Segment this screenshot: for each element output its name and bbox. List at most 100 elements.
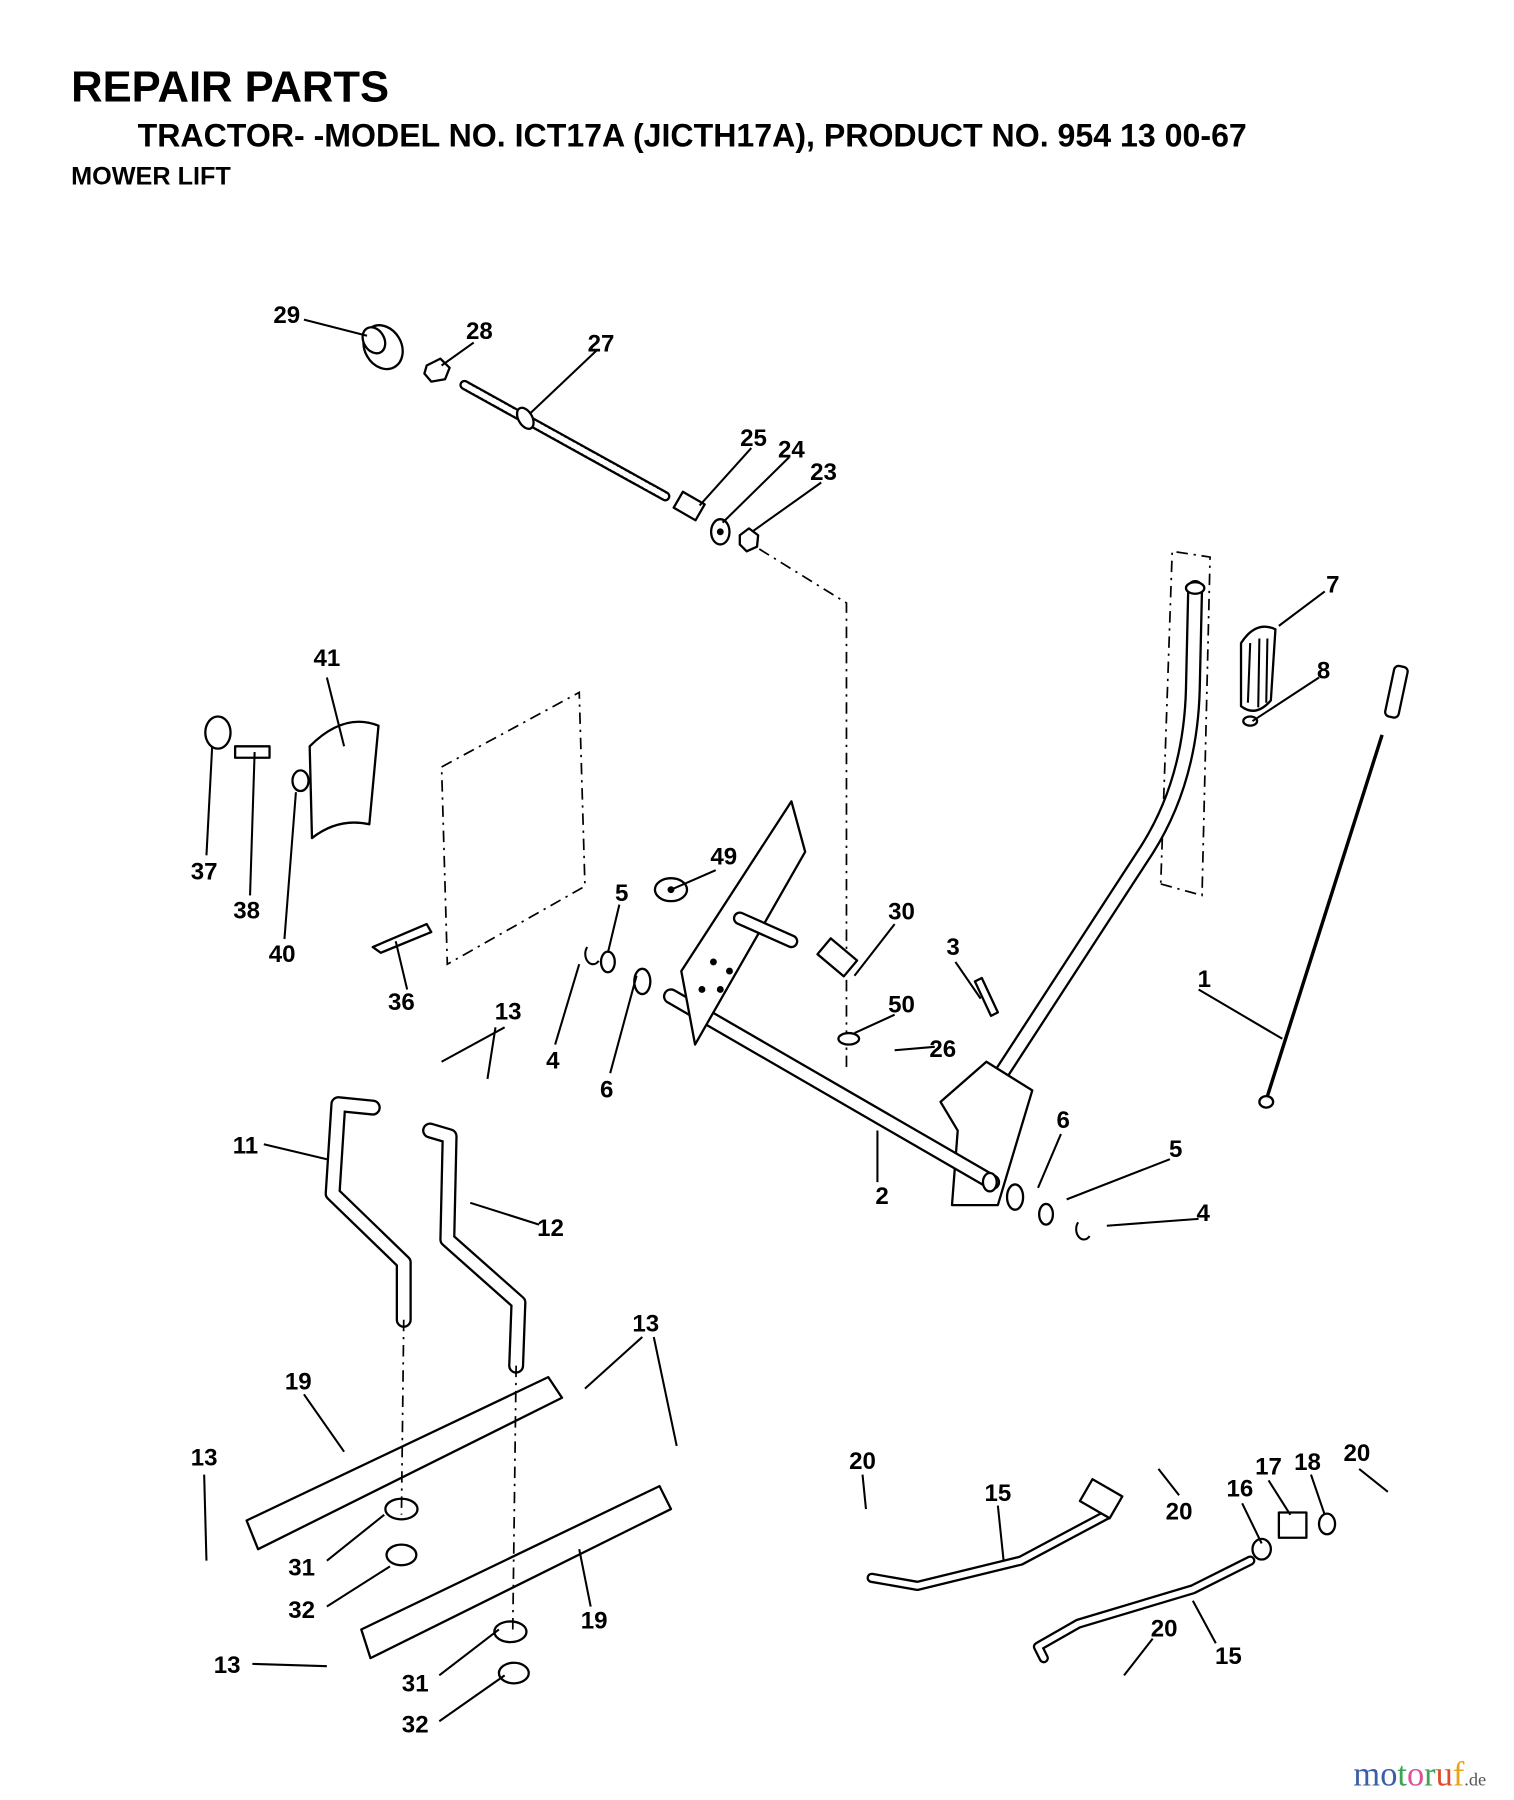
bushing-6 <box>633 967 652 996</box>
spring-25 <box>672 490 706 522</box>
adjust-rod-15-lower <box>1032 1511 1337 1664</box>
lift-link-11 <box>324 1096 412 1328</box>
callout-6: 6 <box>600 1076 613 1103</box>
knob-29 <box>361 324 404 371</box>
leader-line-15 <box>1191 1600 1217 1644</box>
leader-line-13 <box>203 1474 208 1561</box>
handle-grip-7 <box>1239 625 1277 712</box>
callout-11: 11 <box>233 1132 258 1159</box>
leader-line-12 <box>469 1201 540 1226</box>
callout-leaders <box>203 318 1389 1723</box>
callout-30: 30 <box>888 898 915 925</box>
leader-line-13 <box>252 1662 327 1668</box>
leader-line-19 <box>303 1393 345 1453</box>
leader-line-31 <box>438 1628 500 1677</box>
leader-line-32 <box>438 1674 506 1723</box>
lift-handle <box>939 579 1206 1207</box>
washer-5 <box>599 950 616 974</box>
leader-line-37 <box>205 746 214 856</box>
leader-line-5 <box>1066 1158 1171 1201</box>
callout-17: 17 <box>1255 1454 1282 1481</box>
nut-8 <box>1242 715 1259 727</box>
leader-line-27 <box>529 349 598 415</box>
leader-line-4 <box>554 963 581 1045</box>
nut-23 <box>738 527 760 553</box>
lift-arm-19-upper <box>245 1375 564 1551</box>
lift-link-12 <box>422 1122 527 1374</box>
mounting-bracket <box>680 800 807 1046</box>
callout-19: 19 <box>581 1607 608 1634</box>
leader-line-32 <box>326 1565 391 1608</box>
callout-1: 1 <box>1198 966 1211 993</box>
callout-38: 38 <box>233 897 260 924</box>
callout-2: 2 <box>875 1183 888 1210</box>
callout-24: 24 <box>778 436 805 463</box>
svg-text:motoruf.de: motoruf.de <box>1353 1755 1486 1793</box>
spacer-31 <box>384 1497 419 1567</box>
leader-line-16 <box>1241 1502 1263 1544</box>
callout-28: 28 <box>466 318 493 345</box>
leader-line-6 <box>609 975 638 1074</box>
leader-line-17 <box>1267 1479 1292 1516</box>
leader-line-15 <box>996 1505 1005 1561</box>
callout-50: 50 <box>888 991 915 1018</box>
leader-line-24 <box>721 456 790 524</box>
callout-31: 31 <box>402 1670 429 1697</box>
callout-41: 41 <box>313 645 340 672</box>
callout-20: 20 <box>1343 1440 1370 1467</box>
callout-29: 29 <box>273 302 300 329</box>
callout-49: 49 <box>710 843 737 870</box>
leader-line-20 <box>1123 1638 1154 1676</box>
washer-24 <box>709 518 731 546</box>
leader-line-18 <box>1310 1474 1326 1516</box>
leader-line-25 <box>698 447 753 507</box>
threaded-rod-27 <box>459 379 671 502</box>
leader-line-4 <box>1106 1217 1199 1227</box>
callout-13: 13 <box>214 1652 241 1679</box>
adjust-rod-15-upper <box>866 1478 1124 1592</box>
callout-15: 15 <box>984 1480 1011 1507</box>
leader-line-23 <box>752 481 822 532</box>
lift-shaft-2 <box>662 988 1001 1193</box>
callout-13: 13 <box>191 1444 218 1471</box>
leader-line-19 <box>578 1548 592 1607</box>
callout-27: 27 <box>588 331 615 358</box>
spring-clip-36 <box>371 922 433 954</box>
leader-line-6 <box>1037 1133 1062 1189</box>
callout-37: 37 <box>191 858 218 885</box>
leader-line-36 <box>394 941 409 990</box>
washer-5-right <box>1038 1202 1055 1226</box>
leader-line-1 <box>1198 988 1283 1040</box>
bolt-30 <box>816 937 859 978</box>
callout-12: 12 <box>537 1215 564 1242</box>
callout-4: 4 <box>546 1048 560 1075</box>
callout-8: 8 <box>1317 658 1330 685</box>
washer-50 <box>837 1031 861 1046</box>
callout-23: 23 <box>810 459 837 486</box>
page-title: REPAIR PARTS <box>71 64 389 112</box>
leader-line-11 <box>263 1143 328 1161</box>
model-subtitle: TRACTOR- -MODEL NO. ICT17A (JICTH17A), P… <box>138 117 1247 153</box>
frame-panel-outline <box>440 690 586 966</box>
clip-4 <box>584 946 600 966</box>
leader-line-29 <box>303 318 368 337</box>
bolt-38 <box>233 745 271 759</box>
leader-line-20 <box>1358 1468 1389 1493</box>
parts-drawing <box>204 324 1409 1685</box>
spacer-31-lower <box>493 1620 530 1685</box>
leader-line-38 <box>249 752 256 896</box>
leader-line-3 <box>954 961 982 1000</box>
bracket-41 <box>308 720 380 840</box>
leader-line-26 <box>894 1045 935 1052</box>
callout-32: 32 <box>288 1597 315 1624</box>
leader-line-7 <box>1278 590 1326 627</box>
callout-5: 5 <box>1169 1136 1182 1163</box>
callout-7: 7 <box>1326 572 1339 599</box>
leader-line-13 <box>584 1336 643 1390</box>
handle-extension-outline <box>1159 550 1211 897</box>
section-title: MOWER LIFT <box>71 162 231 190</box>
callout-3: 3 <box>946 934 959 961</box>
leader-line-41 <box>325 677 346 747</box>
